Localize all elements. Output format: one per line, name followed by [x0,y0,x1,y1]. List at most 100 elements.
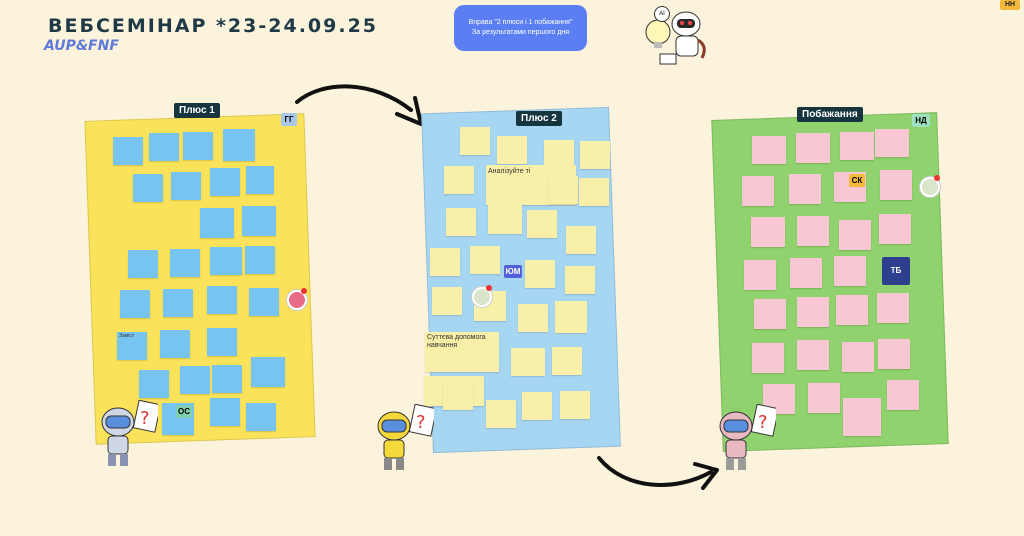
sticky-note[interactable] [207,286,237,314]
board-tag-sk: СК [849,174,865,187]
board-label-wishes: Побажання [797,107,863,122]
notification-dot [486,285,492,291]
sticky-note[interactable] [555,301,587,333]
sticky-note[interactable] [751,217,785,247]
sticky-note[interactable] [744,260,776,290]
svg-text:?: ? [140,408,150,429]
sticky-note[interactable] [880,170,912,200]
sticky-note[interactable] [246,166,274,194]
user-badge[interactable]: НН [1000,0,1020,10]
curved-arrow-icon [597,456,719,490]
board-tag-nd: НД [912,114,930,127]
sticky-note[interactable] [752,136,786,164]
sticky-note[interactable]: Суттєва допомога навчання [425,332,499,372]
sticky-note[interactable] [443,382,473,410]
sticky-note[interactable] [242,206,276,236]
sticky-note[interactable] [251,357,285,387]
ai-badge: AI [654,6,670,22]
sticky-note[interactable] [430,248,460,276]
board-label-plus-2: Плюс 2 [516,111,562,126]
sticky-note[interactable] [875,129,909,157]
sticky-note[interactable] [223,129,255,161]
notification-dot [934,175,940,181]
sticky-note[interactable] [183,132,213,160]
sticky-note[interactable] [797,340,829,370]
sticky-note[interactable] [207,328,237,356]
sticky-note[interactable] [210,247,242,275]
sticky-note[interactable] [839,220,871,250]
sticky-note[interactable] [580,141,610,169]
sticky-note[interactable] [511,348,545,376]
sticky-note[interactable] [139,370,169,398]
board-tag-os: ОС [176,405,192,418]
sticky-note[interactable] [128,250,158,278]
page-subtitle: AUP&FNF [44,38,119,54]
sticky-note[interactable] [840,132,874,160]
board-tag-yum: ЮМ [504,265,522,278]
sticky-note[interactable] [249,288,279,316]
robot-mascot-icon: ? [101,400,158,466]
sticky-note[interactable] [497,136,527,164]
sticky-note[interactable] [133,174,163,202]
sticky-note[interactable] [843,398,881,436]
board-tag-gg: ГГ [281,113,297,126]
sticky-note[interactable] [460,127,490,155]
robot-mascot-icon: ? [377,404,434,470]
sticky-note[interactable] [488,204,522,234]
task-card[interactable]: Вправа "2 плюси і 1 побажання" За резуль… [454,5,587,51]
sticky-note[interactable] [446,208,476,236]
sticky-note[interactable] [527,210,557,238]
sticky-note[interactable] [834,256,866,286]
sticky-note[interactable] [246,403,276,431]
sticky-note[interactable] [522,392,552,420]
sticky-note[interactable] [797,216,829,246]
sticky-note[interactable] [877,293,909,323]
sticky-note[interactable] [160,330,190,358]
sticky-note[interactable] [245,246,275,274]
sticky-note[interactable] [878,339,910,369]
svg-text:?: ? [416,412,426,433]
sticky-note[interactable] [200,208,234,238]
sticky-note[interactable] [808,383,840,413]
sticky-note[interactable] [163,289,193,317]
sticky-note[interactable] [486,400,516,428]
sticky-note[interactable] [149,133,179,161]
sticky-note[interactable] [742,176,774,206]
sticky-note[interactable] [887,380,919,410]
sticky-note[interactable] [432,287,462,315]
sticky-note[interactable] [444,166,474,194]
sticky-note[interactable] [120,290,150,318]
sticky-note[interactable] [210,168,240,196]
sticky-note[interactable] [579,178,609,206]
sticky-note[interactable] [210,398,240,426]
sticky-note[interactable] [171,172,201,200]
avatar[interactable] [472,287,492,307]
sticky-note[interactable] [518,304,548,332]
sticky-note[interactable] [170,249,200,277]
sticky-note[interactable] [552,347,582,375]
avatar[interactable] [287,290,307,310]
sticky-note[interactable]: Заміст [117,332,147,360]
sticky-note[interactable] [789,174,821,204]
sticky-note[interactable] [565,266,595,294]
sticky-note[interactable] [560,391,590,419]
svg-text:?: ? [758,412,768,433]
sticky-note[interactable] [790,258,822,288]
sticky-note[interactable] [113,137,143,165]
curved-arrow-icon [295,84,423,126]
sticky-note[interactable] [797,297,829,327]
sticky-note[interactable] [525,260,555,288]
sticky-note[interactable] [842,342,874,372]
sticky-note[interactable] [212,365,242,393]
sticky-note[interactable] [566,226,596,254]
sticky-note[interactable] [180,366,210,394]
sticky-note[interactable] [879,214,911,244]
sticky-note[interactable] [548,176,578,204]
sticky-note[interactable] [754,299,786,329]
sticky-note[interactable] [836,295,868,325]
sticky-note[interactable] [796,133,830,163]
avatar[interactable] [920,177,940,197]
sticky-note[interactable] [470,246,500,274]
sticky-note[interactable] [752,343,784,373]
sticky-note[interactable] [544,140,574,168]
